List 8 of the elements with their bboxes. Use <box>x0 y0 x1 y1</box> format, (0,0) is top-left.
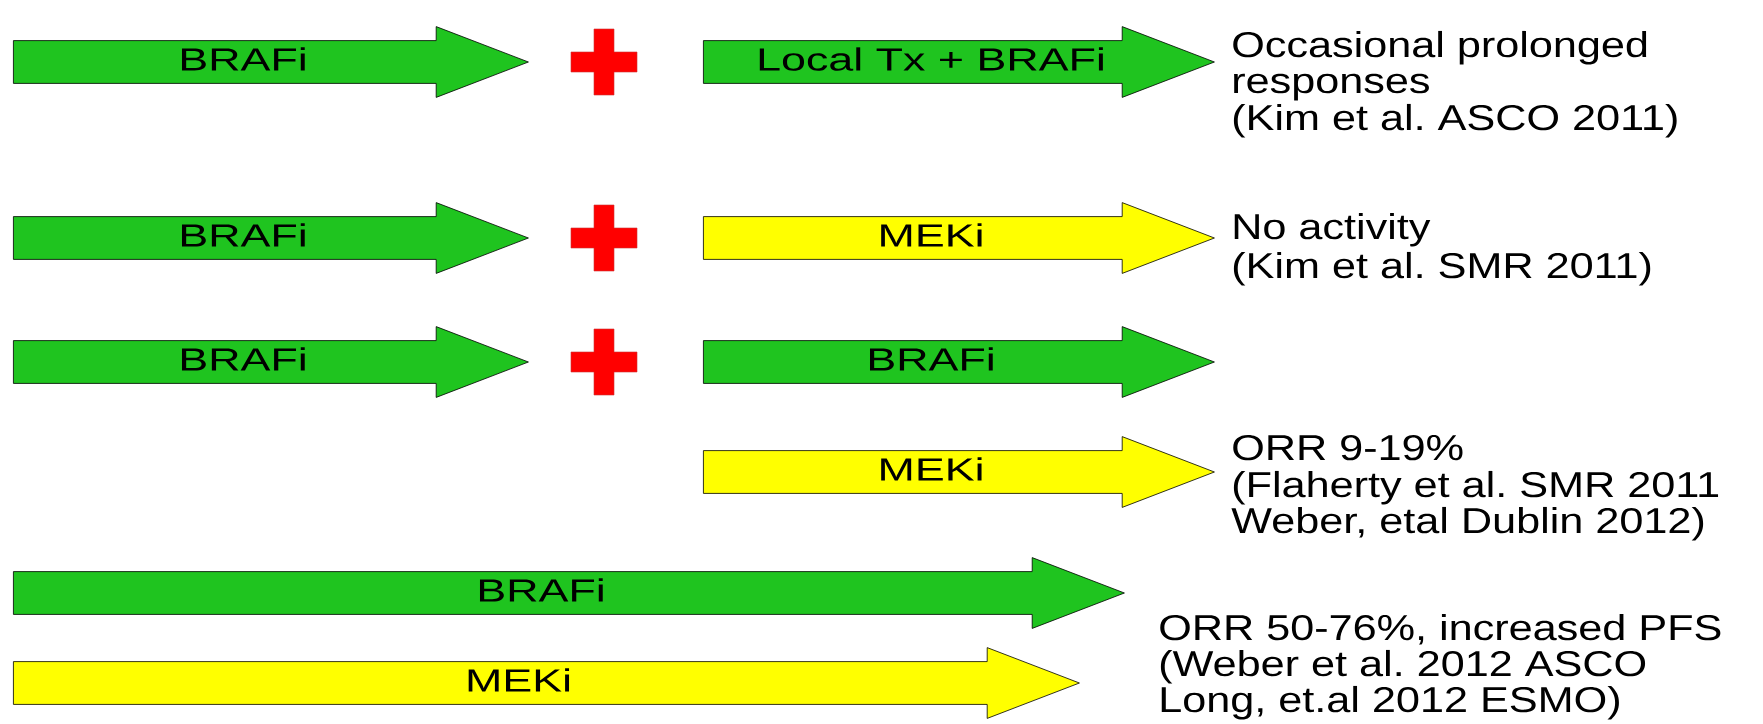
note-text: (Flaherty et al. SMR 2011 Weber, etal Dublin 2012) <box>1231 470 1719 541</box>
note-text: (Weber et al. 2012 ASCO Long, et.al 2012 ESMO) <box>1160 649 1646 720</box>
note-text: (Kim et al. SMR 2011) <box>1233 251 1651 286</box>
note-text: ORR 50-76%, increased PFS <box>1160 613 1721 645</box>
note-text: Occasional prolonged responses <box>1233 30 1647 101</box>
note-text: (Kim et al. ASCO 2011) <box>1233 103 1677 138</box>
note-text: No activity <box>1234 212 1431 247</box>
note-text: ORR 9-19% <box>1233 434 1463 461</box>
